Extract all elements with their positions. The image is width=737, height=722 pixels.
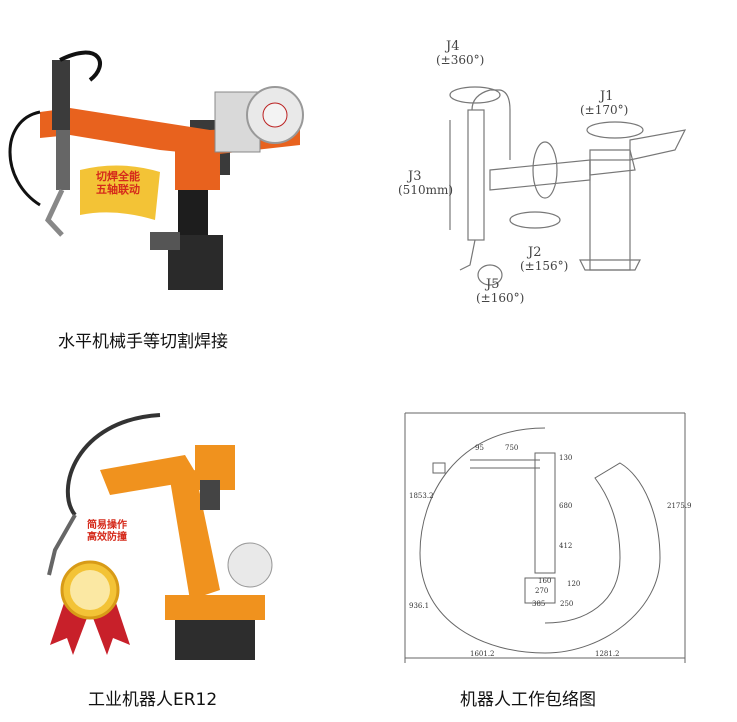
- j3-range: (510mm): [398, 183, 453, 197]
- j1-label: J1: [598, 89, 613, 104]
- badge-line-1: 切焊全能: [96, 170, 140, 183]
- badge-line-2: 五轴联动: [96, 183, 140, 196]
- caption-workspace-envelope: 机器人工作包络图: [460, 690, 596, 710]
- dim-2175: 2175.9: [667, 502, 692, 510]
- j1-range: (±170°): [580, 103, 628, 117]
- caption-er12: 工业机器人ER12: [88, 690, 218, 710]
- j4-range: (±360°): [436, 53, 484, 67]
- dim-120: 120: [567, 580, 580, 588]
- joint-diagram-panel: J4 (±360°) J1 (±170°) J3 (510mm) J2 (±15…: [390, 20, 710, 310]
- j4-label: J4: [444, 39, 459, 54]
- dim-412: 412: [559, 542, 572, 550]
- er12-panel: 简易操作 高效防撞: [35, 400, 295, 665]
- er12-robot-image: [47, 413, 273, 660]
- joint-diagram: J4 (±360°) J1 (±170°) J3 (510mm) J2 (±15…: [398, 39, 687, 305]
- j3-label: J3: [406, 169, 421, 184]
- dim-95: 95: [475, 444, 484, 452]
- badge-line-1: 简易操作: [87, 520, 127, 531]
- j5-range: (±160°): [476, 291, 524, 305]
- dim-270: 270: [535, 587, 548, 595]
- j2-label: J2: [526, 245, 541, 260]
- dim-1853: 1853.2: [409, 492, 434, 500]
- dim-936: 936.1: [409, 602, 429, 610]
- dim-1281: 1281.2: [595, 650, 620, 658]
- caption-horizontal-arm: 水平机械手等切割焊接: [58, 332, 228, 352]
- dim-750: 750: [505, 444, 518, 452]
- dim-680: 680: [559, 502, 572, 510]
- j5-label: J5: [484, 277, 499, 292]
- dim-385: 385: [532, 600, 545, 608]
- horizontal-arm-robot-image: [8, 50, 304, 290]
- dim-160: 160: [538, 577, 551, 585]
- badge-line-2: 高效防撞: [87, 532, 127, 543]
- dim-1601: 1601.2: [470, 650, 495, 658]
- dim-130: 130: [559, 454, 572, 462]
- workspace-envelope-diagram: 95 750 130 680 412 160 270 385 250 120 1…: [404, 412, 692, 663]
- j2-range: (±156°): [520, 259, 568, 273]
- horizontal-arm-panel: 切焊全能 五轴联动: [0, 20, 330, 290]
- dim-250: 250: [560, 600, 573, 608]
- workspace-envelope-panel: 95 750 130 680 412 160 270 385 250 120 1…: [395, 408, 695, 668]
